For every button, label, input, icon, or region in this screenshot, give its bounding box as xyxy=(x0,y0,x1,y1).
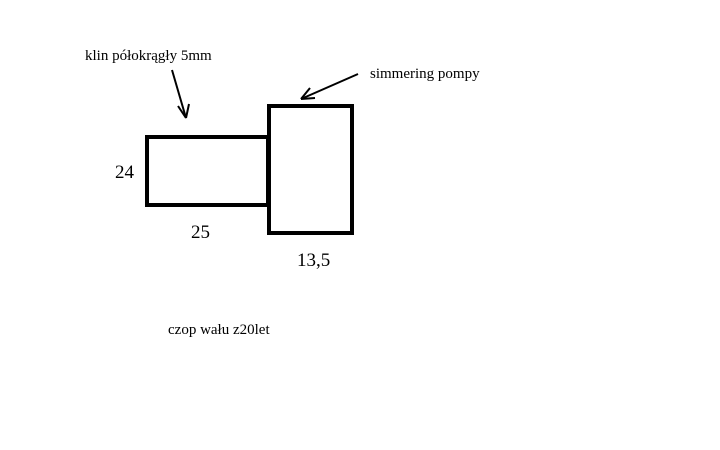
seal-arrow xyxy=(300,73,359,100)
collar-rect xyxy=(267,104,354,235)
collar-width-dimension: 13,5 xyxy=(297,250,331,271)
caption: czop wału z20let xyxy=(168,322,270,338)
length-dimension: 25 xyxy=(191,222,210,243)
seal-label: simmering pompy xyxy=(370,66,480,82)
key-arrow xyxy=(171,69,190,119)
shaft-journal-rect xyxy=(145,135,270,207)
key-label: klin półokrągły 5mm xyxy=(85,48,212,64)
height-dimension: 24 xyxy=(115,162,134,183)
